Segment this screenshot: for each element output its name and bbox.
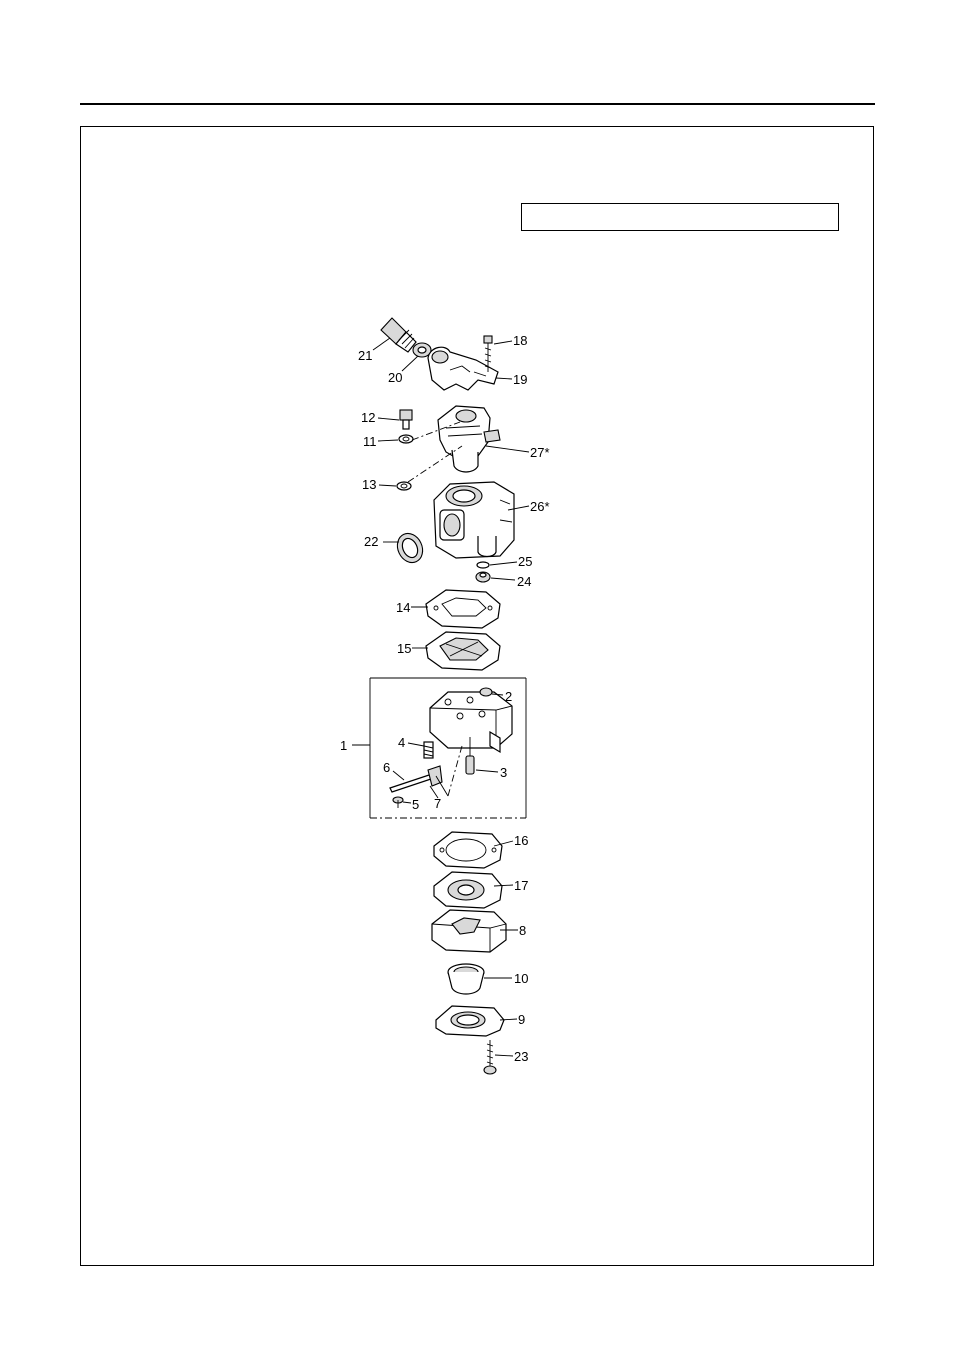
part-13-ring [396,481,412,491]
label-24: 24 [517,574,531,589]
label-15: 15 [397,641,411,656]
part-1-kit-frame [369,677,527,819]
label-5: 5 [412,797,419,812]
label-13: 13 [362,477,376,492]
label-20: 20 [388,370,402,385]
label-19: 19 [513,372,527,387]
label-2: 2 [505,689,512,704]
label-3: 3 [500,765,507,780]
label-14: 14 [396,600,410,615]
part-18-screw [483,335,493,372]
part-3-needle [465,744,475,775]
part-2-valve [479,687,493,697]
label-12: 12 [361,410,375,425]
part-23-screw [483,1040,497,1075]
label-8: 8 [519,923,526,938]
page-frame [80,126,874,1266]
part-14-gasket [425,589,501,629]
header-box [521,203,839,231]
label-22: 22 [364,534,378,549]
label-11: 11 [363,434,377,449]
label-10: 10 [514,971,528,986]
label-23: 23 [514,1049,528,1064]
part-25-o-ring [476,561,490,569]
part-24-plug [475,571,491,583]
label-27: 27* [530,445,550,460]
part-20-nut [412,342,432,358]
part-7-lever [427,765,449,797]
part-17-diaphragm [433,871,503,909]
part-9-retainer [435,1005,505,1037]
top-rule [80,103,875,105]
part-16-gasket [433,831,503,869]
label-26: 26* [530,499,550,514]
part-8-cover [431,909,507,953]
part-5-screw [392,796,404,808]
label-18: 18 [513,333,527,348]
part-6-shaft [389,773,435,793]
part-19-bracket [427,346,499,391]
label-6: 6 [383,760,390,775]
label-25: 25 [518,554,532,569]
label-4: 4 [398,735,405,750]
part-12-bolt [399,409,413,430]
part-22-gasket-ring [396,532,424,564]
part-26-body [433,481,515,559]
label-16: 16 [514,833,528,848]
part-15-diaphragm [425,631,501,671]
label-17: 17 [514,878,528,893]
part-21-fitting [380,317,417,353]
part-11-washer [398,434,414,444]
part-10-primer-bulb [447,963,485,995]
part-27-cover [437,405,501,473]
label-1: 1 [340,738,347,753]
part-1-pump-body [429,691,513,754]
label-7: 7 [434,796,441,811]
part-4-spring [423,741,434,759]
label-9: 9 [518,1012,525,1027]
label-21: 21 [358,348,372,363]
